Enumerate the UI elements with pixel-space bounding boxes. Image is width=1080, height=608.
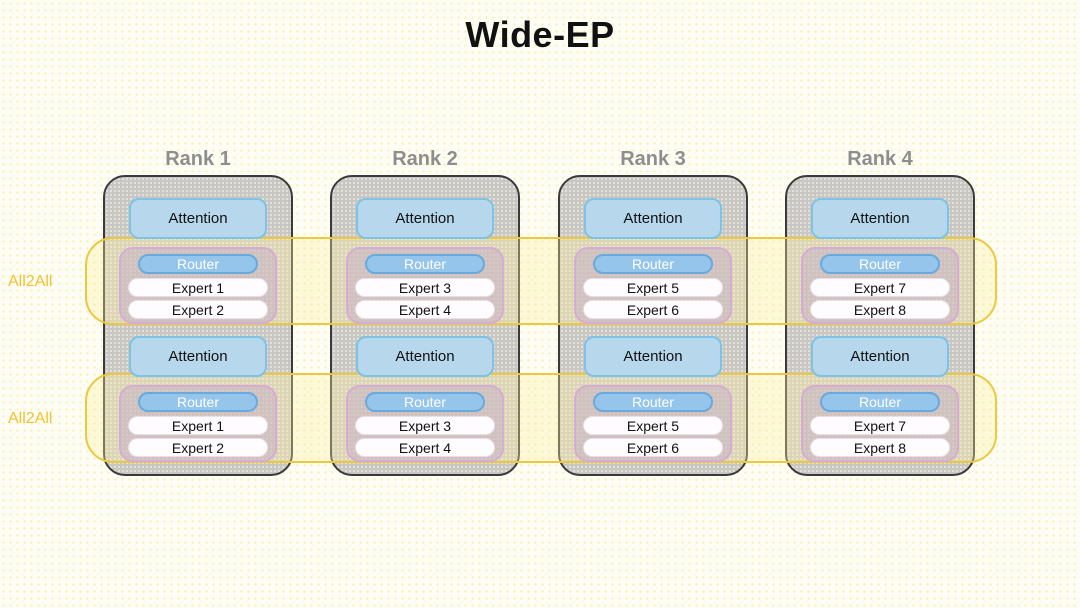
rank-content: Attention Router Expert 3 Expert 4 Atten… [332, 177, 518, 462]
router-block: Router [820, 254, 940, 274]
expert-block: Expert 5 [583, 416, 723, 435]
attention-block: Attention [356, 198, 494, 239]
expert-group: Router Expert 5 Expert 6 [574, 247, 732, 324]
router-block: Router [138, 392, 258, 412]
rank-label: Rank 1 [165, 148, 231, 170]
rank-label: Rank 3 [620, 148, 686, 170]
expert-block: Expert 4 [355, 438, 495, 457]
attention-block: Attention [129, 336, 267, 377]
expert-block: Expert 8 [810, 438, 950, 457]
rank-label: Rank 4 [847, 148, 913, 170]
expert-block: Expert 1 [128, 278, 268, 297]
router-block: Router [365, 392, 485, 412]
rank-1: Rank 1 Attention Router Expert 1 Expert … [103, 148, 293, 476]
expert-block: Expert 2 [128, 438, 268, 457]
expert-block: Expert 1 [128, 416, 268, 435]
expert-group: Router Expert 7 Expert 8 [801, 385, 959, 462]
expert-block: Expert 6 [583, 300, 723, 319]
expert-block: Expert 7 [810, 416, 950, 435]
attention-block: Attention [356, 336, 494, 377]
router-block: Router [138, 254, 258, 274]
all2all-label: All2All [8, 410, 53, 427]
attention-block: Attention [584, 336, 722, 377]
expert-block: Expert 2 [128, 300, 268, 319]
attention-block: Attention [811, 198, 949, 239]
router-block: Router [820, 392, 940, 412]
attention-block: Attention [129, 198, 267, 239]
expert-group: Router Expert 5 Expert 6 [574, 385, 732, 462]
expert-group: Router Expert 1 Expert 2 [119, 247, 277, 324]
rank-content: Attention Router Expert 7 Expert 8 Atten… [787, 177, 973, 462]
rank-3: Rank 3 Attention Router Expert 5 Expert … [558, 148, 748, 476]
rank-2: Rank 2 Attention Router Expert 3 Expert … [330, 148, 520, 476]
expert-block: Expert 4 [355, 300, 495, 319]
expert-block: Expert 6 [583, 438, 723, 457]
all2all-label: All2All [8, 273, 53, 290]
router-block: Router [593, 392, 713, 412]
rank-label: Rank 2 [392, 148, 458, 170]
expert-group: Router Expert 7 Expert 8 [801, 247, 959, 324]
attention-block: Attention [811, 336, 949, 377]
expert-block: Expert 7 [810, 278, 950, 297]
rank-content: Attention Router Expert 1 Expert 2 Atten… [105, 177, 291, 462]
expert-block: Expert 3 [355, 278, 495, 297]
router-block: Router [593, 254, 713, 274]
expert-block: Expert 8 [810, 300, 950, 319]
attention-block: Attention [584, 198, 722, 239]
expert-group: Router Expert 3 Expert 4 [346, 247, 504, 324]
rank-box: Attention Router Expert 5 Expert 6 Atten… [558, 175, 748, 476]
rank-4: Rank 4 Attention Router Expert 7 Expert … [785, 148, 975, 476]
expert-block: Expert 5 [583, 278, 723, 297]
diagram-title: Wide-EP [465, 14, 615, 55]
rank-box: Attention Router Expert 7 Expert 8 Atten… [785, 175, 975, 476]
router-block: Router [365, 254, 485, 274]
expert-block: Expert 3 [355, 416, 495, 435]
expert-group: Router Expert 3 Expert 4 [346, 385, 504, 462]
rank-content: Attention Router Expert 5 Expert 6 Atten… [560, 177, 746, 462]
expert-group: Router Expert 1 Expert 2 [119, 385, 277, 462]
rank-box: Attention Router Expert 1 Expert 2 Atten… [103, 175, 293, 476]
rank-box: Attention Router Expert 3 Expert 4 Atten… [330, 175, 520, 476]
